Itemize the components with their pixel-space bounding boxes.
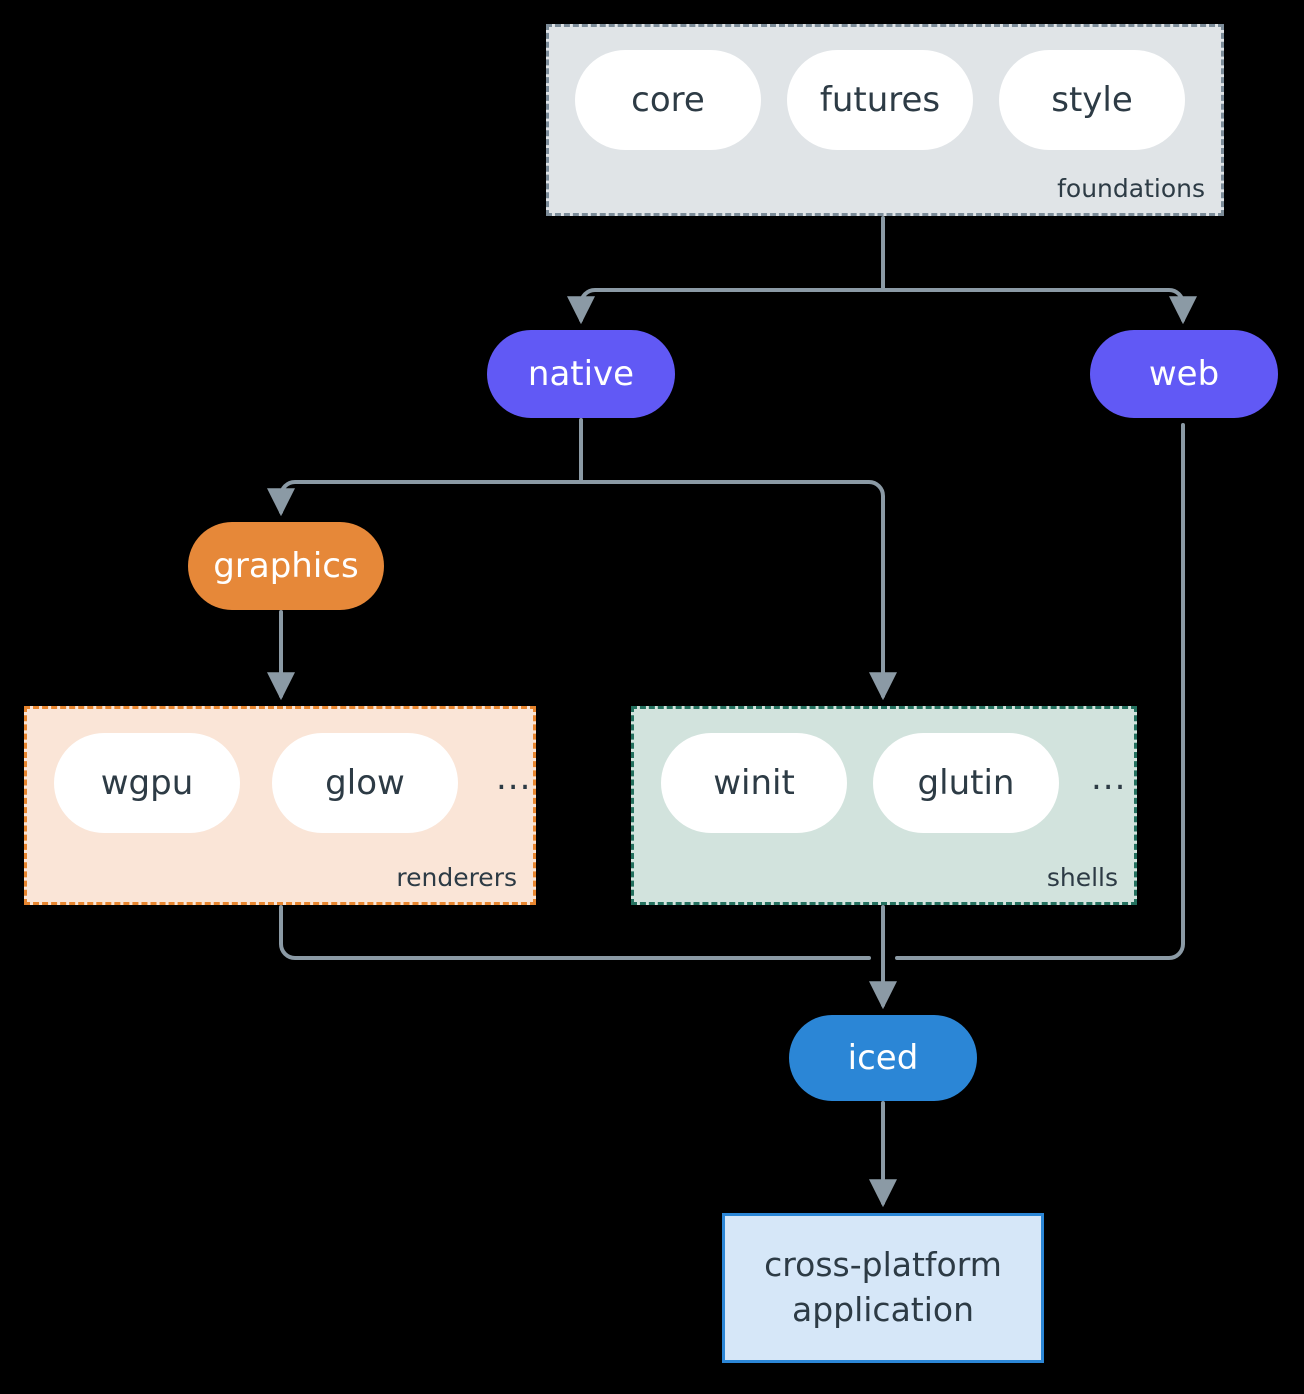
node-glow[interactable]: glow [272,733,458,833]
node-glutin[interactable]: glutin [873,733,1059,833]
group-foundations: core futures style foundations [546,24,1224,216]
shells-overflow-ellipsis: ... [1091,758,1127,798]
group-label-renderers: renderers [396,863,517,892]
application-line-2: application [791,1290,975,1329]
shells-pill-row: winit glutin ... [661,733,1126,833]
application-line-1: cross-platform [764,1245,1002,1285]
node-web[interactable]: web [1090,330,1278,418]
node-iced[interactable]: iced [789,1015,977,1101]
edge-renderers-to-iced [279,905,871,960]
node-cross-platform-application[interactable]: cross-platform application [722,1213,1044,1363]
group-label-shells: shells [1046,863,1118,892]
node-wgpu[interactable]: wgpu [54,733,240,833]
node-graphics[interactable]: graphics [188,522,384,610]
edge-native-to-graphics [267,480,583,517]
edge-foundations-to-web [881,288,1197,325]
group-shells: winit glutin ... shells [631,706,1137,905]
node-futures[interactable]: futures [787,50,973,150]
node-core[interactable]: core [575,50,761,150]
group-renderers: wgpu glow ... renderers [24,706,536,905]
renderers-pill-row: wgpu glow ... [54,733,531,833]
node-winit[interactable]: winit [661,733,847,833]
edge-foundations-to-native [567,288,885,325]
node-native[interactable]: native [487,330,675,418]
group-label-foundations: foundations [1057,174,1205,203]
edge-native-to-shells [579,480,897,701]
node-style[interactable]: style [999,50,1185,150]
renderers-overflow-ellipsis: ... [496,758,532,798]
foundations-pill-row: core futures style [575,50,1185,150]
